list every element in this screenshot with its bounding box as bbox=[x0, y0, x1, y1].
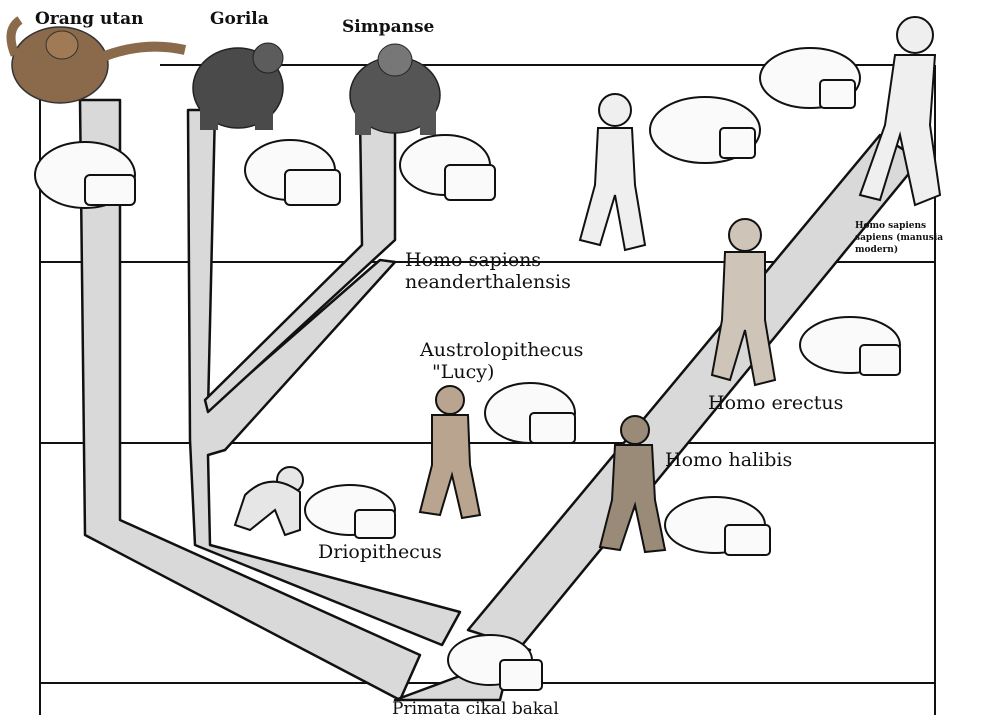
figure-australopithecus bbox=[420, 386, 480, 518]
label-sapiens-line3: modern) bbox=[855, 244, 943, 256]
skull-sapiens bbox=[760, 48, 860, 108]
label-neanderthalensis: Homo sapiens neanderthalensis bbox=[405, 250, 571, 294]
label-homo-habilis: Homo halibis bbox=[665, 450, 792, 472]
label-australopithecus-line1: Austrolopithecus bbox=[420, 340, 583, 362]
skull-gorila bbox=[245, 140, 340, 205]
label-orang-utan: Orang utan bbox=[35, 10, 144, 30]
label-neanderthal-line1: Homo sapiens bbox=[405, 250, 571, 272]
label-gorila: Gorila bbox=[210, 10, 269, 30]
label-homo-sapiens-sapiens: Homo sapiens sapiens (manusia modern) bbox=[855, 220, 943, 256]
gorilla-figure bbox=[193, 43, 283, 130]
label-neanderthal-line2: neanderthalensis bbox=[405, 272, 571, 294]
skull-orang-utan bbox=[35, 142, 135, 208]
skull-driopithecus bbox=[305, 485, 395, 538]
skull-simpanse bbox=[400, 135, 495, 200]
label-sapiens-line2: sapiens (manusia bbox=[855, 232, 943, 244]
orangutan-figure bbox=[11, 20, 185, 103]
label-homo-erectus: Homo erectus bbox=[708, 393, 843, 415]
label-sapiens-line1: Homo sapiens bbox=[855, 220, 943, 232]
skull-neanderthal bbox=[650, 97, 760, 163]
figure-neanderthal bbox=[580, 94, 645, 250]
branch-human bbox=[395, 135, 920, 700]
label-simpanse: Simpanse bbox=[342, 18, 434, 38]
label-australopithecus-line2: "Lucy) bbox=[420, 362, 583, 384]
label-australopithecus: Austrolopithecus "Lucy) bbox=[420, 340, 583, 384]
skull-habilis bbox=[665, 497, 770, 555]
chimpanzee-figure bbox=[350, 44, 440, 135]
skull-australopithecus bbox=[485, 383, 575, 443]
label-primata-cikal-bakal: Primata cikal bakal bbox=[392, 700, 559, 720]
figure-driopithecus bbox=[235, 467, 303, 535]
label-driopithecus: Driopithecus bbox=[318, 542, 442, 564]
skull-erectus bbox=[800, 317, 900, 375]
